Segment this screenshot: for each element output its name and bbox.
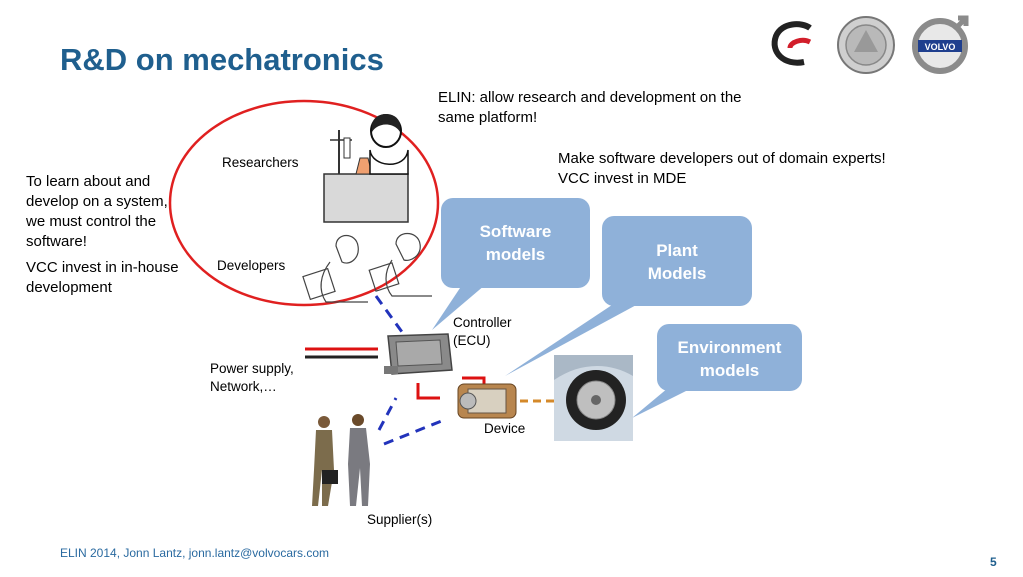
page-number: 5: [990, 555, 997, 569]
university-seal: [837, 16, 895, 74]
suppliers-figure: [312, 414, 370, 506]
device-motor-image: [457, 383, 517, 419]
learn-note-line4: software!: [26, 233, 87, 250]
learn-note-line3: we must control the: [26, 213, 157, 230]
team-ellipse: [168, 99, 440, 307]
environment-bubble-tail: [632, 388, 692, 418]
controller-label-line2: (ECU): [453, 333, 491, 348]
link-developers-ecu: [374, 295, 404, 333]
elin-note-line2: same platform!: [438, 109, 538, 126]
learn-note-line2: develop on a system,: [26, 193, 168, 210]
elin-note: ELIN: allow research and development on …: [438, 88, 808, 128]
svg-text:VOLVO: VOLVO: [925, 42, 956, 52]
software-models-bubble: [441, 198, 590, 288]
plant-models-bubble: [602, 216, 752, 306]
plant-models-line2: Models: [647, 264, 707, 283]
slide-title: R&D on mechatronics: [60, 42, 384, 77]
chalmers-logo: [771, 21, 812, 66]
environment-models-line2: models: [699, 361, 760, 380]
logos: VOLVO: [764, 14, 974, 76]
researcher-figure: [323, 114, 409, 223]
software-models-line1: Software: [479, 222, 552, 241]
developers-label: Developers: [217, 258, 286, 273]
plant-models-text: Plant Models: [602, 239, 752, 285]
plant-models-line1: Plant: [656, 241, 698, 260]
link-supplier-ecu: [377, 397, 398, 431]
suppliers-label: Supplier(s): [367, 512, 433, 527]
elin-note-line1: ELIN: allow research and development on …: [438, 89, 742, 106]
mde-note: Make software developers out of domain e…: [558, 149, 958, 189]
controller-label: Controller (ECU): [453, 314, 512, 350]
environment-models-line1: Environment: [677, 338, 782, 357]
inhouse-note: VCC invest in in-house development: [26, 258, 226, 298]
power-supply-label-line1: Power supply,: [210, 361, 294, 376]
environment-models-bubble: [657, 324, 802, 391]
link-supplier-device: [383, 418, 445, 446]
mde-note-line1: Make software developers out of domain e…: [558, 150, 886, 167]
controller-label-line1: Controller: [453, 315, 512, 330]
ecu-controller-image: [384, 333, 453, 375]
wire-ecu-device-1: [416, 383, 440, 400]
footer-text: ELIN 2014, Jonn Lantz, jonn.lantz@volvoc…: [60, 546, 329, 560]
power-supply-label: Power supply, Network,…: [210, 360, 294, 396]
mde-note-line2: VCC invest in MDE: [558, 170, 687, 187]
software-models-line2: models: [485, 245, 546, 264]
software-bubble-tail: [432, 285, 485, 330]
volvo-logo: VOLVO: [912, 15, 969, 74]
environment-models-text: Environment models: [657, 336, 802, 382]
learn-note: To learn about and develop on a system, …: [26, 172, 226, 252]
power-supply-label-line2: Network,…: [210, 379, 277, 394]
car-wheel-image: [554, 355, 633, 441]
device-label: Device: [484, 421, 526, 436]
learn-note-line1: To learn about and: [26, 173, 151, 190]
plant-bubble-tail: [505, 303, 640, 376]
developers-figure: [302, 232, 432, 303]
inhouse-note-line1: VCC invest in in-house: [26, 259, 179, 276]
inhouse-note-line2: development: [26, 279, 112, 296]
researchers-label: Researchers: [222, 155, 299, 170]
software-models-text: Software models: [441, 220, 590, 266]
